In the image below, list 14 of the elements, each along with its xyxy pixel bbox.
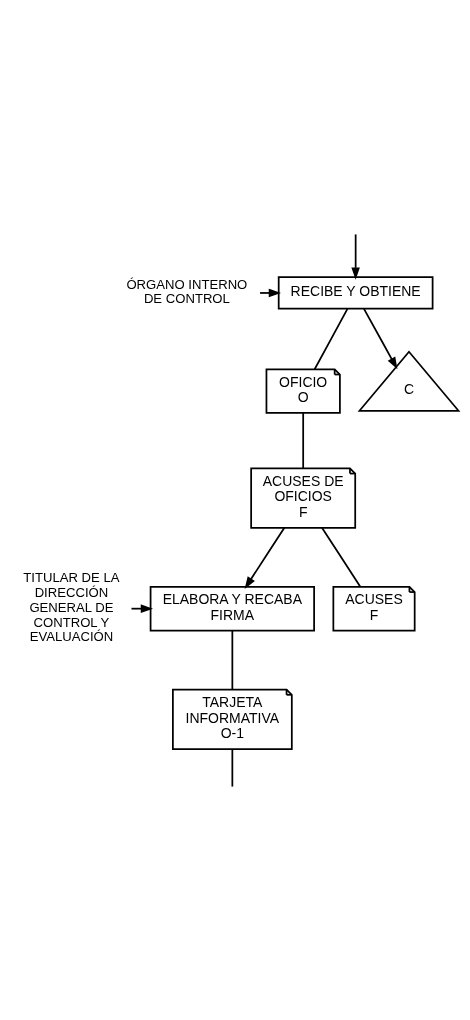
arrow xyxy=(244,526,286,589)
arrow xyxy=(259,288,281,297)
connector xyxy=(231,629,234,690)
node-box: RECIBE Y OBTIENE xyxy=(277,275,434,310)
node-text: TITULAR DE LA DIRECCIÓN GENERAL DE CONTROL Y EVALUACIÓN xyxy=(23,569,120,644)
arrow xyxy=(130,603,154,613)
connector xyxy=(321,526,362,588)
arrow xyxy=(351,233,360,280)
connector xyxy=(313,307,349,370)
arrow xyxy=(363,307,398,369)
node-text: ÓRGANO INTERNO DE CONTROL xyxy=(126,276,248,306)
connector xyxy=(231,747,234,787)
connector xyxy=(302,411,305,469)
node-box: ELABORA Y RECABA FIRMA xyxy=(149,585,315,631)
